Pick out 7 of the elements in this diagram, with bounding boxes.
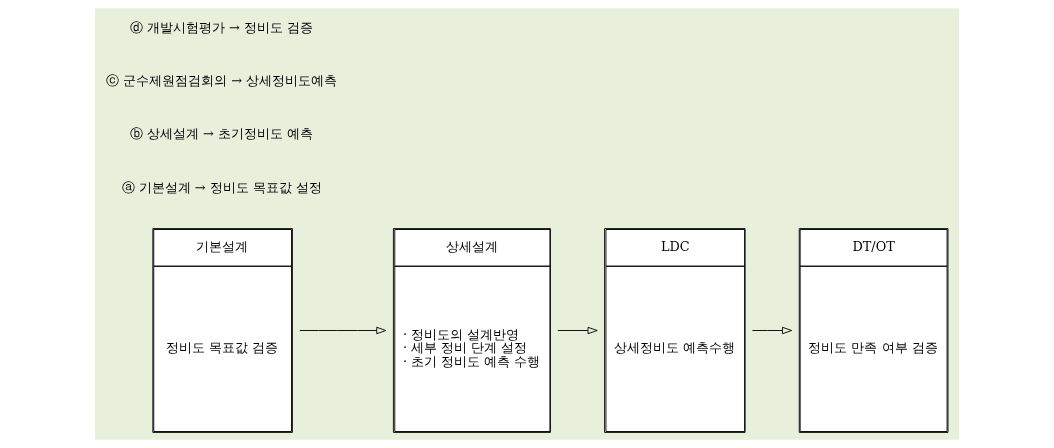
- label: ⓓ 개발시험평가 → 정비도 검증: [129, 19, 313, 35]
- arrow: [299, 326, 387, 335]
- arrow: [557, 326, 598, 335]
- label: ⓒ 군수제원점검회의 → 상세정비도예측: [106, 73, 338, 89]
- arrow: [752, 326, 793, 335]
- label: ⓑ 상세설계 → 초기정비도 예측: [129, 126, 313, 142]
- label: ⓐ 기본설계 → 정비도 목표값 설정: [121, 179, 322, 195]
